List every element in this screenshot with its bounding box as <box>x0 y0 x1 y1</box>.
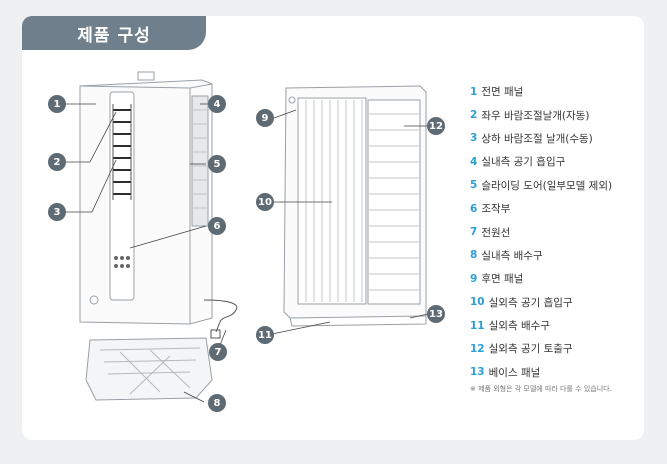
callout-2: 2 <box>48 153 66 171</box>
callout-12: 12 <box>427 117 445 135</box>
callout-11: 11 <box>256 326 274 344</box>
callout-7: 7 <box>209 343 227 361</box>
disclaimer-note: ※ 제품 외형은 각 모델에 따라 다를 수 있습니다. <box>470 385 612 393</box>
callout-3: 3 <box>48 203 66 221</box>
callout-10: 10 <box>256 193 274 211</box>
page-title: 제품 구성 <box>22 16 206 50</box>
callout-9: 9 <box>256 109 274 127</box>
callout-8: 8 <box>208 394 226 412</box>
callout-6: 6 <box>208 217 226 235</box>
callout-13: 13 <box>427 305 445 323</box>
callout-5: 5 <box>208 155 226 173</box>
callout-1: 1 <box>48 95 66 113</box>
callout-4: 4 <box>208 95 226 113</box>
